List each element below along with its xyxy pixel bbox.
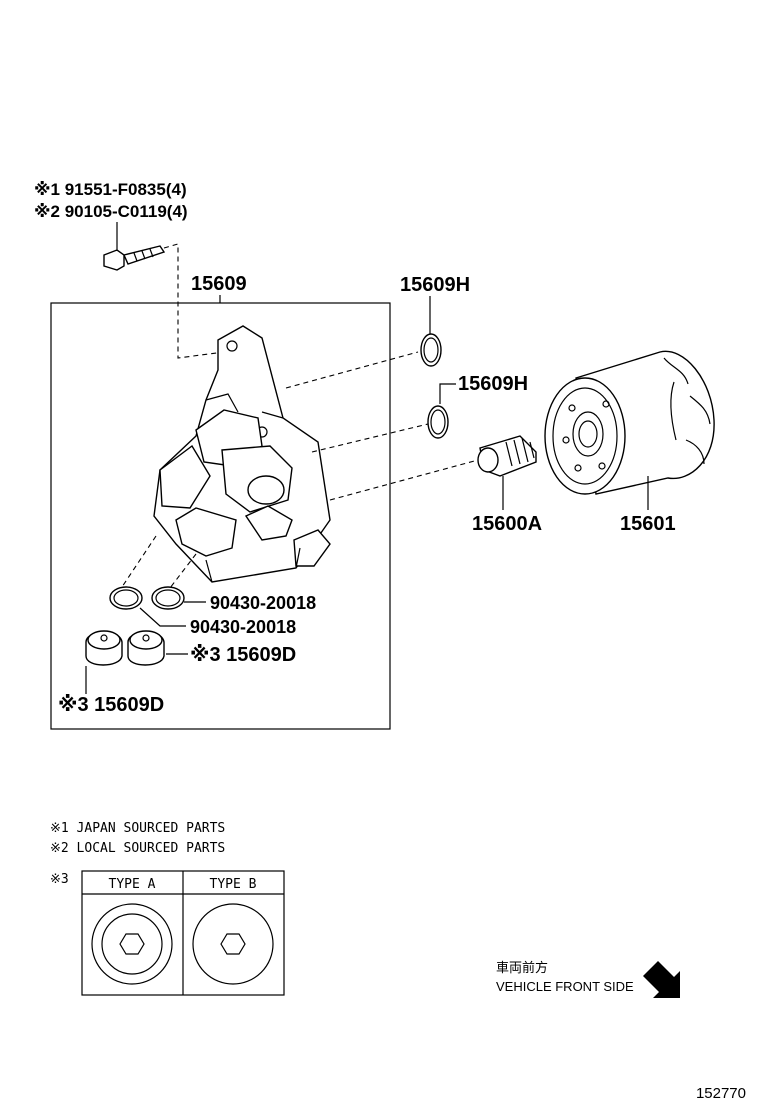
callout-filter: 15601	[620, 513, 676, 535]
callout-union: 15600A	[472, 513, 542, 535]
figure-number: 152770	[696, 1085, 746, 1102]
callout-oring-2: 90430-20018	[190, 617, 296, 637]
oring-1-part	[109, 586, 143, 610]
oil-filter-part	[544, 350, 715, 495]
plug-right-part	[127, 630, 165, 666]
type-a-header: TYPE A	[109, 877, 156, 892]
leader-oring-2	[139, 607, 186, 627]
direction-english: VEHICLE FRONT SIDE	[496, 979, 634, 994]
plug-left-part	[85, 630, 123, 666]
callout-plug-right: ※3 15609D	[190, 644, 296, 666]
guide-oring-1	[119, 535, 157, 591]
front-direction-arrow-icon	[643, 961, 680, 998]
type-b-header: TYPE B	[210, 877, 257, 892]
direction-japanese: 車両前方	[496, 960, 548, 975]
callout-bolt-japan: ※1 91551-F0835(4)	[34, 180, 187, 199]
adapter-assembly-box	[50, 302, 391, 730]
leader-gasket-mid	[439, 383, 456, 404]
callout-bolt-local: ※2 90105-C0119(4)	[34, 202, 188, 221]
bolt-dashed-guide	[163, 243, 225, 359]
bolt-part	[103, 245, 166, 271]
gasket-mid-part	[427, 405, 449, 439]
guide-oring-2	[169, 553, 197, 589]
note-local-sourced: ※2 LOCAL SOURCED PARTS	[50, 841, 225, 856]
note-japan-sourced: ※1 JAPAN SOURCED PARTS	[50, 821, 225, 836]
guide-gasket-top	[285, 351, 419, 389]
type-a-plug-icon	[91, 903, 173, 985]
callout-gasket-mid: 15609H	[458, 373, 528, 395]
gasket-top-part	[420, 333, 442, 367]
union-part	[477, 435, 537, 477]
plug-type-table	[81, 870, 285, 996]
callout-adapter: 15609	[191, 273, 247, 295]
callout-gasket-top: 15609H	[400, 274, 470, 296]
callout-oring-1: 90430-20018	[210, 593, 316, 613]
type-b-plug-icon	[192, 903, 274, 985]
oil-filter-adapter-housing	[153, 325, 331, 583]
callout-plug-left: ※3 15609D	[58, 694, 164, 716]
note-type-marker: ※3	[50, 872, 69, 887]
oring-2-part	[151, 586, 185, 610]
guide-union	[329, 459, 479, 501]
guide-gasket-mid	[311, 423, 429, 453]
